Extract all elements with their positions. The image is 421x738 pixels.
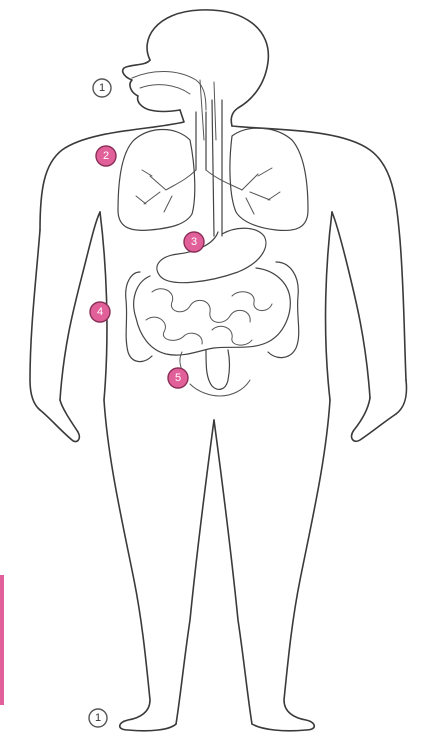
marker-5-rectum: 5 bbox=[168, 368, 188, 388]
right-arm-outer bbox=[396, 380, 407, 414]
svg-text:2: 2 bbox=[103, 150, 109, 162]
right-lung bbox=[230, 128, 308, 230]
trachea bbox=[196, 112, 206, 170]
marker-4-intestines: 4 bbox=[90, 302, 110, 322]
right-arm-inner bbox=[332, 212, 370, 398]
rectum bbox=[206, 350, 230, 389]
svg-text:5: 5 bbox=[175, 372, 181, 384]
left-leg-outer bbox=[104, 400, 176, 731]
intestine-coils bbox=[146, 289, 272, 345]
right-lung-airways bbox=[242, 168, 280, 214]
left-leg-inner bbox=[176, 420, 214, 724]
neck-left bbox=[40, 110, 184, 230]
marker-1-foot: 1 bbox=[89, 709, 107, 727]
left-lung-airways bbox=[136, 170, 172, 212]
marker-3-stomach: 3 bbox=[184, 232, 204, 252]
small-intestine bbox=[134, 268, 291, 355]
right-leg-outer bbox=[252, 400, 330, 731]
right-leg-inner bbox=[214, 420, 252, 724]
head-outline bbox=[147, 10, 268, 126]
stomach bbox=[157, 228, 266, 282]
right-hand bbox=[352, 398, 396, 441]
tongue bbox=[140, 85, 190, 94]
esophagus bbox=[212, 100, 222, 236]
svg-text:4: 4 bbox=[97, 306, 103, 318]
marker-1-mouth: 1 bbox=[93, 79, 111, 97]
svg-text:1: 1 bbox=[95, 712, 101, 724]
left-hand bbox=[40, 400, 79, 442]
marker-2-lungs: 2 bbox=[96, 146, 116, 166]
svg-text:1: 1 bbox=[99, 82, 105, 94]
svg-text:3: 3 bbox=[191, 236, 197, 248]
torso-right bbox=[232, 126, 406, 380]
oral-cavity bbox=[132, 72, 206, 111]
right-torso-side bbox=[326, 212, 332, 400]
left-arm-outer bbox=[30, 230, 40, 410]
pelvic-line bbox=[190, 380, 250, 396]
